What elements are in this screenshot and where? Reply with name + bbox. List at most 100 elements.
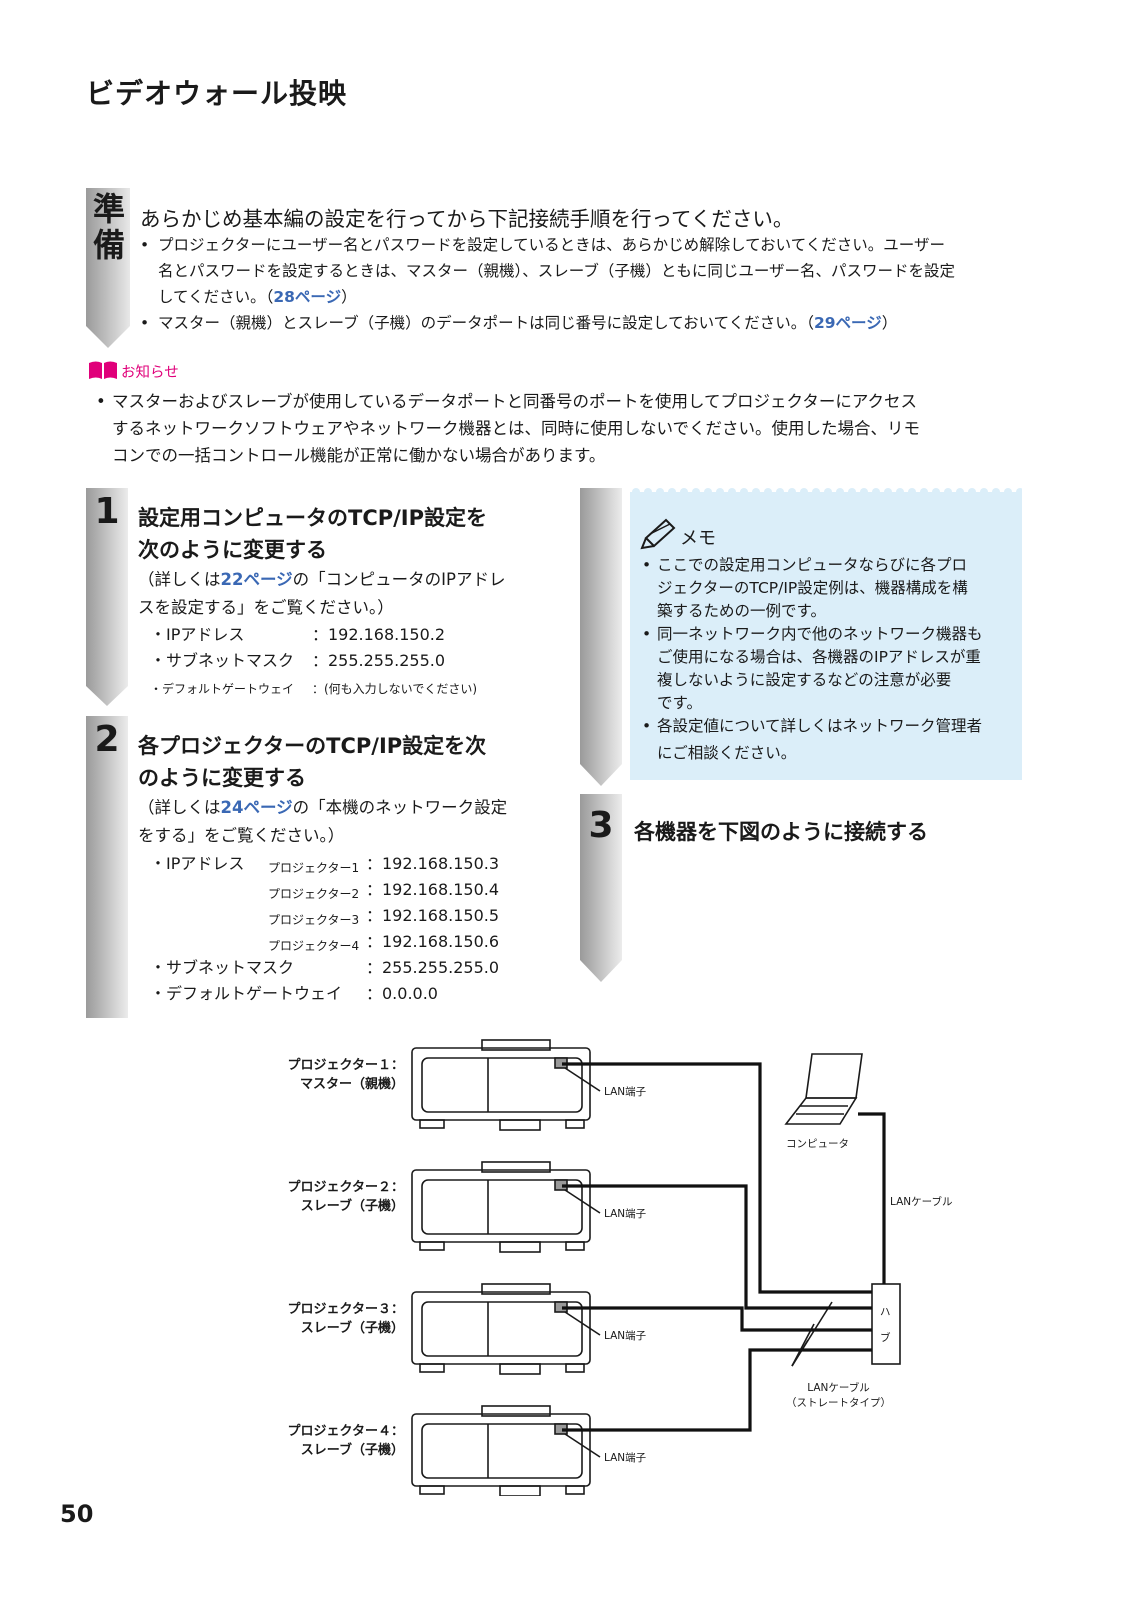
step-1-ref-line-2: スを設定する」をご覧ください。）	[138, 598, 394, 617]
step-1-heading-line-2: 次のように変更する	[138, 538, 327, 562]
computer-label: コンピュータ	[786, 1138, 849, 1150]
projector-1-label: プロジェクター１： マスター（親機）	[270, 1056, 404, 1094]
prep-bullet-1-line-3: してください。（	[158, 288, 274, 306]
step-1-reference: （詳しくは22ページの「コンピュータのIPアドレ スを設定する」をご覧ください。…	[138, 566, 578, 622]
step-2-ip-name-3: プロジェクター3	[268, 913, 360, 927]
step-2-ref-pre: （詳しくは	[138, 798, 221, 817]
projector-2-label-line-1: プロジェクター２：	[287, 1180, 404, 1195]
step-1-subnet-label: ・サブネットマスク	[150, 651, 295, 670]
bullet-dot: •	[96, 392, 106, 411]
page-number: 50	[60, 1500, 94, 1528]
memo-item: • 同一ネットワーク内で他のネットワーク機器も ご使用になる場合は、各機器のIP…	[642, 623, 1018, 715]
step-2-ip-label: ・IPアドレス	[150, 854, 245, 873]
notice-line-1: マスターおよびスレーブが使用しているデータポートと同番号のポートを使用してプロジ…	[112, 392, 918, 411]
step-3-bar	[580, 794, 622, 982]
memo-scallop	[630, 486, 1022, 496]
step-2-ip-value-3: ：192.168.150.5	[366, 906, 500, 925]
step-2-ref-post: の「本機のネットワーク設定	[292, 798, 508, 817]
projector-3-label: プロジェクター３： スレーブ（子機）	[270, 1300, 404, 1338]
lan-port-label-1: LAN端子	[604, 1086, 647, 1098]
bullet-dot: •	[140, 314, 150, 332]
step-1-ip-value: ：192.168.150.2	[312, 625, 446, 644]
step-2-ref-line-2: をする」をご覧ください。）	[138, 826, 345, 845]
projector-1-icon	[411, 1039, 591, 1131]
step-2-number: 2	[94, 719, 120, 760]
memo-line: 築するための一例です。	[657, 602, 826, 620]
bullet-dot: •	[140, 236, 150, 254]
step-2-ip-name-1: プロジェクター1	[268, 861, 360, 875]
step-2-subnet-label: ・サブネットマスク	[150, 958, 295, 977]
hub-icon	[871, 1283, 901, 1365]
step-2-ip-value-1: ：192.168.150.3	[366, 854, 500, 873]
laptop-icon	[784, 1053, 863, 1125]
projector-2-label: プロジェクター２： スレーブ（子機）	[270, 1178, 404, 1216]
step-1-bar	[86, 488, 128, 706]
projector-3-icon	[411, 1283, 591, 1375]
step-1-gateway-label: ・デフォルトゲートウェイ	[150, 682, 295, 696]
bullet-dot: •	[642, 556, 652, 574]
hub-label-1: ハ	[880, 1306, 891, 1318]
memo-line: ご使用になる場合は、各機器のIPアドレスが重	[657, 648, 981, 666]
projector-3-label-line-1: プロジェクター３：	[287, 1302, 404, 1317]
notice-text: • マスターおよびスレーブが使用しているデータポートと同番号のポートを使用してプ…	[96, 388, 1036, 469]
prep-bullet-1-close: ）	[341, 288, 357, 306]
straight-cable-label-line-2: （ストレートタイプ）	[786, 1397, 891, 1409]
prep-bullet-2-close: ）	[881, 314, 898, 332]
memo-bar	[580, 488, 622, 786]
notice-line-3: コンでの一括コントロール機能が正常に働かない場合があります。	[112, 446, 606, 465]
memo-line: ここでの設定用コンピュータならびに各プロ	[657, 556, 968, 574]
memo-line: 同一ネットワーク内で他のネットワーク機器も	[657, 625, 983, 643]
step-2-heading-line-2: のように変更する	[138, 766, 306, 790]
projector-1-label-line-2: マスター（親機）	[299, 1077, 404, 1092]
prep-bullet-2-text: マスター（親機）とスレーブ（子機）のデータポートは同じ番号に設定しておいてくださ…	[158, 314, 814, 332]
notice-line-2: するネットワークソフトウェアやネットワーク機器とは、同時に使用しないでください。…	[112, 419, 921, 438]
memo-line: にご相談ください。	[657, 744, 797, 762]
step-2-ip-name-2: プロジェクター2	[268, 887, 360, 901]
memo-line: 複しないように設定するなどの注意が必要	[657, 671, 952, 689]
step-1-gateway-value: ：(何も入力しないでください)	[312, 682, 478, 696]
memo-item: • 各設定値について詳しくはネットワーク管理者 にご相談ください。	[642, 715, 1018, 765]
step-2-bar	[86, 716, 128, 1018]
projector-3-label-line-2: スレーブ（子機）	[300, 1321, 404, 1336]
step-2-heading-line-1: 各プロジェクターのTCP/IP設定を次	[138, 734, 487, 758]
page-link-28[interactable]: 28ページ	[273, 288, 342, 306]
prep-bar	[86, 188, 130, 348]
projector-4-icon	[411, 1405, 591, 1496]
prep-bullet-1: • プロジェクターにユーザー名とパスワードを設定しているときは、あらかじめ解除し…	[140, 232, 1038, 310]
projector-1-label-line-1: プロジェクター１：	[287, 1058, 404, 1073]
notice-label: お知らせ	[121, 365, 179, 381]
straight-cable-label-line-1: LANケーブル	[807, 1382, 870, 1394]
lan-port-label-2: LAN端子	[604, 1208, 647, 1220]
page-link-22[interactable]: 22ページ	[220, 570, 293, 589]
step-1-ref-post: の「コンピュータのIPアドレ	[292, 570, 506, 589]
step-1-ref-pre: （詳しくは	[138, 570, 221, 589]
step-1-subnet-value: ：255.255.255.0	[312, 651, 446, 670]
connection-diagram	[411, 1039, 901, 1496]
step-3-number: 3	[588, 805, 614, 846]
memo-line: です。	[657, 694, 702, 712]
memo-list: • ここでの設定用コンピュータならびに各プロ ジェクターのTCP/IP設定例は、…	[642, 554, 1018, 765]
step-1-heading-line-1: 設定用コンピュータのTCP/IP設定を	[138, 506, 488, 530]
bullet-dot: •	[642, 625, 652, 643]
book-icon	[89, 361, 117, 379]
projector-4-label: プロジェクター４： スレーブ（子機）	[270, 1422, 404, 1460]
memo-title: メモ	[680, 528, 716, 549]
memo-item: • ここでの設定用コンピュータならびに各プロ ジェクターのTCP/IP設定例は、…	[642, 554, 1018, 623]
lan-port-label-3: LAN端子	[604, 1330, 647, 1342]
memo-line: 各設定値について詳しくはネットワーク管理者	[657, 717, 983, 735]
step-2-heading: 各プロジェクターのTCP/IP設定を次 のように変更する	[138, 730, 578, 794]
page-link-29[interactable]: 29ページ	[813, 314, 882, 332]
prep-heading: あらかじめ基本編の設定を行ってから下記接続手順を行ってください。	[140, 207, 794, 231]
step-2-gateway-label: ・デフォルトゲートウェイ	[150, 984, 343, 1003]
prep-badge-2: 備	[92, 226, 125, 264]
projector-2-icon	[411, 1161, 591, 1253]
step-2-gateway-value: ：0.0.0.0	[366, 984, 438, 1003]
page-title: ビデオウォール投映	[86, 77, 348, 110]
lan-port-label-4: LAN端子	[604, 1452, 647, 1464]
lan-cable-label: LANケーブル	[890, 1196, 953, 1208]
projector-4-label-line-2: スレーブ（子機）	[300, 1443, 404, 1458]
prep-bullet-1-line-2: 名とパスワードを設定するときは、マスター（親機）、スレーブ（子機）ともに同じユー…	[158, 262, 956, 280]
page-link-24[interactable]: 24ページ	[220, 798, 293, 817]
bullet-dot: •	[642, 717, 652, 735]
hub-label-2: ブ	[880, 1332, 891, 1344]
